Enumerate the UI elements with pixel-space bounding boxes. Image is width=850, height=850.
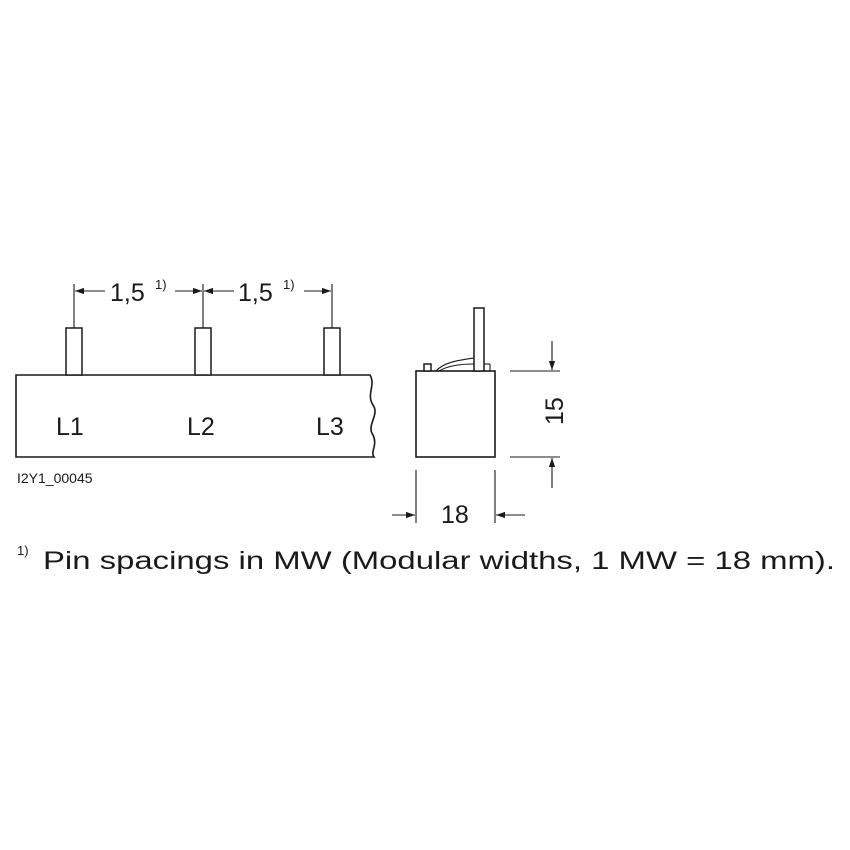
footnote-text: Pin spacings in MW (Modular widths, 1 MW…	[43, 547, 835, 575]
side-view-pin	[473, 307, 485, 372]
pin-l1	[65, 327, 83, 376]
pin-spacing-1-value: 1,5	[110, 279, 145, 307]
height-value: 15	[541, 397, 569, 425]
height-dimension: 15	[510, 341, 569, 488]
pin-spacing-dimensions: 1,5 1) 1,5 1)	[73, 277, 333, 328]
side-view-connector	[435, 357, 475, 372]
footnote: 1) Pin spacings in MW (Modular widths, 1…	[17, 543, 835, 575]
busbar-front-view: L1 L2 L3	[15, 327, 376, 458]
busbar-side-view	[415, 307, 496, 458]
pin-l2	[194, 327, 212, 376]
phase-label-l3: L3	[316, 413, 344, 441]
pin-spacing-2-value: 1,5	[238, 279, 273, 307]
busbar-body	[15, 374, 376, 458]
width-dimension: 18	[392, 470, 525, 529]
phase-label-l1: L1	[56, 413, 84, 441]
image-code: I2Y1_00045	[17, 470, 93, 486]
footnote-marker: 1)	[17, 543, 29, 558]
pin-spacing-2-footnote-ref: 1)	[283, 277, 295, 292]
pin-spacing-1-footnote-ref: 1)	[155, 277, 167, 292]
width-value: 18	[441, 501, 469, 529]
side-view-body	[415, 370, 496, 458]
phase-label-l2: L2	[187, 413, 215, 441]
side-view-contact	[423, 363, 432, 372]
pin-l3	[323, 327, 341, 376]
